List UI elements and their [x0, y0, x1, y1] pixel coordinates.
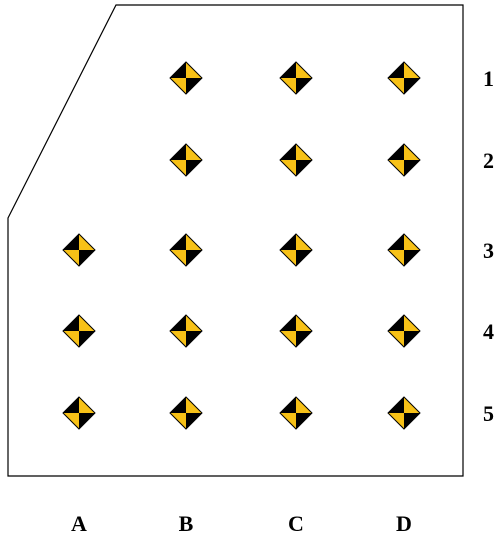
marker-d3 [387, 233, 421, 267]
marker-b5 [169, 396, 203, 430]
column-label-a: A [71, 511, 87, 535]
marker-b3 [169, 233, 203, 267]
row-label-1: 1 [483, 66, 494, 91]
marker-outline [279, 61, 313, 95]
marker-a5 [62, 396, 96, 430]
marker-outline [169, 143, 203, 177]
marker-d5 [387, 396, 421, 430]
marker-outline [169, 233, 203, 267]
marker-outline [169, 396, 203, 430]
column-labels: A B C D [71, 511, 412, 535]
marker-b4 [169, 314, 203, 348]
marker-outline [279, 314, 313, 348]
marker-c2 [279, 143, 313, 177]
marker-outline [387, 61, 421, 95]
marker-b2 [169, 143, 203, 177]
marker-outline [62, 314, 96, 348]
boundary-outline [7, 4, 464, 477]
marker-outline [169, 61, 203, 95]
column-label-d: D [396, 511, 412, 535]
marker-c5 [279, 396, 313, 430]
marker-b1 [169, 61, 203, 95]
marker-a3 [62, 233, 96, 267]
marker-d1 [387, 61, 421, 95]
row-label-3: 3 [483, 238, 494, 263]
marker-c4 [279, 314, 313, 348]
column-label-c: C [288, 511, 304, 535]
row-labels: 1 2 3 4 5 [483, 66, 494, 426]
marker-outline [279, 233, 313, 267]
marker-outline [62, 396, 96, 430]
marker-outline [279, 143, 313, 177]
marker-outline [387, 396, 421, 430]
row-label-5: 5 [483, 401, 494, 426]
marker-outline [62, 233, 96, 267]
marker-outline [387, 233, 421, 267]
marker-a4 [62, 314, 96, 348]
marker-outline [169, 314, 203, 348]
marker-d2 [387, 143, 421, 177]
marker-c1 [279, 61, 313, 95]
marker-d4 [387, 314, 421, 348]
row-label-2: 2 [483, 148, 494, 173]
marker-group [62, 61, 421, 430]
marker-outline [387, 143, 421, 177]
marker-outline [387, 314, 421, 348]
row-label-4: 4 [483, 319, 494, 344]
column-label-b: B [179, 511, 194, 535]
marker-c3 [279, 233, 313, 267]
marker-outline [279, 396, 313, 430]
